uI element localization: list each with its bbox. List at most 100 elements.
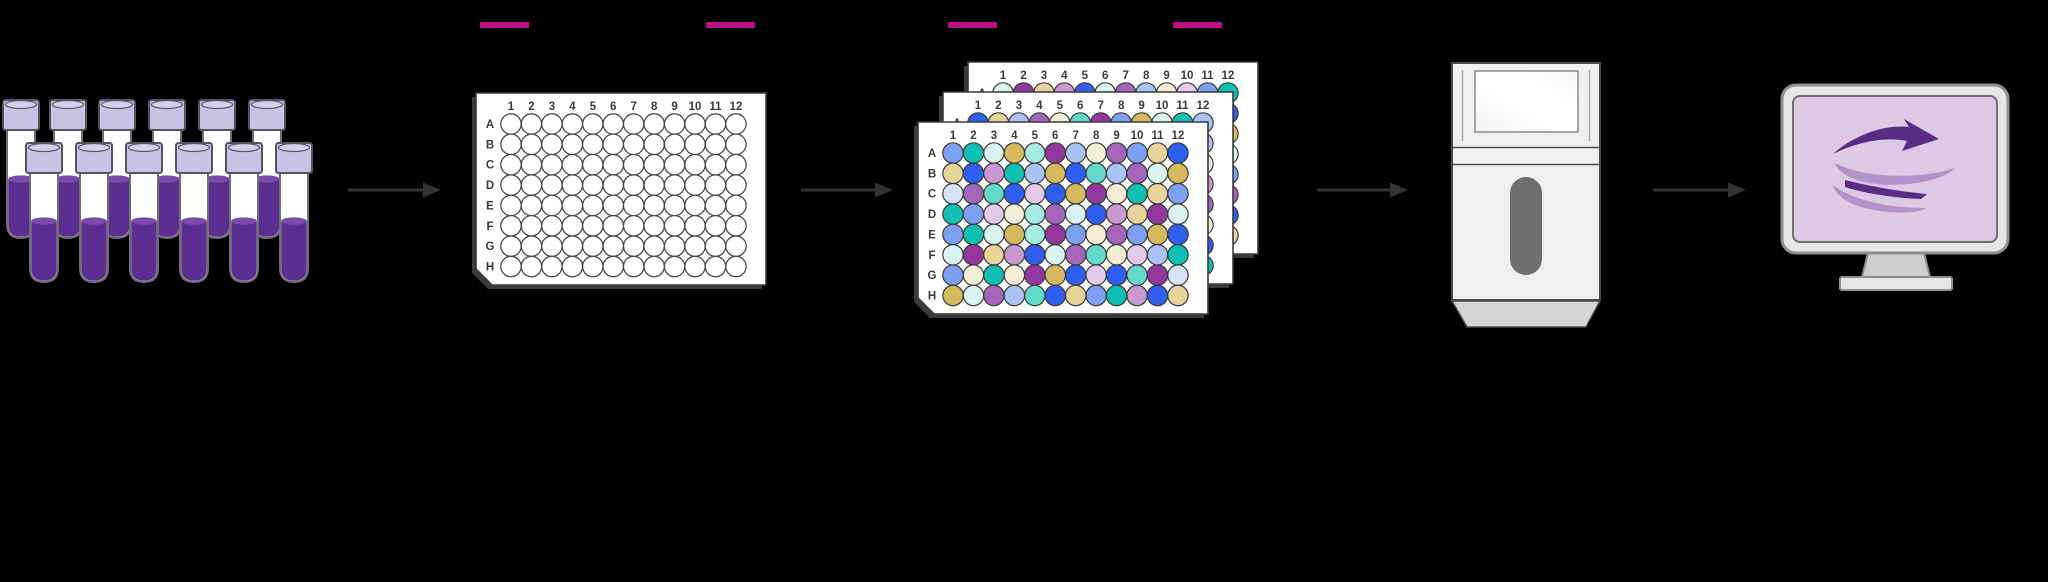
empty-well <box>622 153 645 176</box>
empty-well <box>581 255 604 278</box>
empty-well <box>602 235 625 258</box>
plate-row-label: B <box>928 168 936 180</box>
plate-row-label: G <box>928 270 937 282</box>
plate-row-label: A <box>486 119 494 131</box>
empty-well <box>643 214 666 237</box>
filled-well <box>1024 223 1046 246</box>
arrow-head <box>1390 182 1408 198</box>
empty-well <box>643 194 666 217</box>
empty-well <box>725 214 747 237</box>
filled-well <box>962 203 985 225</box>
filled-well <box>1064 223 1087 246</box>
swirl-logo <box>1833 119 1955 213</box>
empty-well <box>561 174 584 196</box>
tube-cap-top <box>150 99 184 110</box>
plate-column-label: 5 <box>1032 130 1039 142</box>
tube-liquid-surface <box>31 217 57 225</box>
plate-row-label: H <box>486 262 494 274</box>
filled-well <box>1167 223 1189 246</box>
empty-well <box>643 153 666 176</box>
monitor-stand-base <box>1839 276 1953 291</box>
filled-well <box>962 244 985 266</box>
plate-column-label: 7 <box>1122 70 1128 82</box>
plate-column-label: 5 <box>1057 100 1064 112</box>
filled-well <box>962 182 985 205</box>
filled-well <box>1085 182 1107 205</box>
tube-liquid <box>104 179 130 237</box>
tube-cap-top <box>227 142 261 153</box>
plate-column-label: 6 <box>610 101 616 113</box>
empty-well <box>684 194 706 217</box>
plate-row-label: F <box>928 250 935 262</box>
filled-well <box>1003 244 1026 266</box>
tube-liquid-surface <box>281 217 307 225</box>
filled-well <box>962 284 985 307</box>
filled-well <box>1064 182 1087 205</box>
plate-column-label: 1 <box>975 100 982 112</box>
plate-column-label: 5 <box>1082 70 1089 82</box>
tube-liquid <box>204 179 230 237</box>
filled-well <box>1085 142 1107 164</box>
plate-column-label: 9 <box>1163 70 1169 82</box>
filled-well <box>942 264 964 286</box>
plate-column-label: 2 <box>1020 70 1026 82</box>
flow-arrow <box>348 182 441 198</box>
empty-well <box>500 153 522 176</box>
filled-well <box>1146 223 1169 246</box>
empty-well <box>541 153 563 176</box>
tube-cap-top <box>4 99 38 110</box>
sample-tube <box>75 142 113 284</box>
filled-well <box>1044 142 1067 164</box>
filled-well <box>942 182 964 205</box>
filled-well <box>1064 203 1087 225</box>
empty-well <box>622 235 645 258</box>
flow-arrow <box>1317 182 1408 198</box>
plate-column-label: 3 <box>1016 100 1022 112</box>
empty-well <box>725 174 747 196</box>
plate-column-label: 1 <box>1000 70 1007 82</box>
empty-well <box>581 194 604 217</box>
instrument-screen <box>1474 70 1579 133</box>
empty-well <box>581 174 604 196</box>
tube-cap-top <box>77 142 111 153</box>
empty-well <box>622 255 645 278</box>
plate-column-label: 1 <box>950 130 957 142</box>
tube-liquid <box>181 221 207 281</box>
empty-well <box>725 153 747 176</box>
plate-column-label: 10 <box>689 101 702 113</box>
plate-column-label: 11 <box>1176 100 1189 112</box>
empty-well <box>581 133 604 156</box>
plate-column-label: 10 <box>1156 100 1169 112</box>
plate-column-label: 8 <box>1093 130 1100 142</box>
empty-well <box>561 214 584 237</box>
empty-well <box>520 113 543 135</box>
plate-row-label: E <box>486 200 494 212</box>
sample-tube <box>275 142 313 284</box>
empty-well <box>581 235 604 258</box>
empty-well <box>561 194 584 217</box>
plate-column-label: 2 <box>995 100 1001 112</box>
empty-well <box>602 153 625 176</box>
tube-liquid-surface <box>8 175 34 183</box>
filled-well <box>1167 244 1189 266</box>
empty-well <box>602 113 625 135</box>
filled-well <box>1064 162 1087 185</box>
tube-cap-top <box>127 142 161 153</box>
filled-well <box>1146 244 1169 266</box>
plate-column-label: 8 <box>1143 70 1150 82</box>
empty-well <box>663 133 686 156</box>
empty-well <box>500 255 522 278</box>
empty-well <box>704 194 727 217</box>
plate-column-label: 7 <box>630 101 636 113</box>
empty-well <box>500 235 522 258</box>
filled-well <box>983 142 1005 164</box>
swirl-band-dark-low <box>1845 180 1927 199</box>
tube-cap-top <box>51 99 85 110</box>
tube-liquid-surface <box>181 217 207 225</box>
filled-plate-stack: 123456789101112ABCDEFGH123456789101112AB… <box>914 61 1259 318</box>
tube-liquid <box>131 221 157 281</box>
empty-well <box>663 255 686 278</box>
plate-column-label: 5 <box>590 101 597 113</box>
filled-well <box>942 142 964 164</box>
